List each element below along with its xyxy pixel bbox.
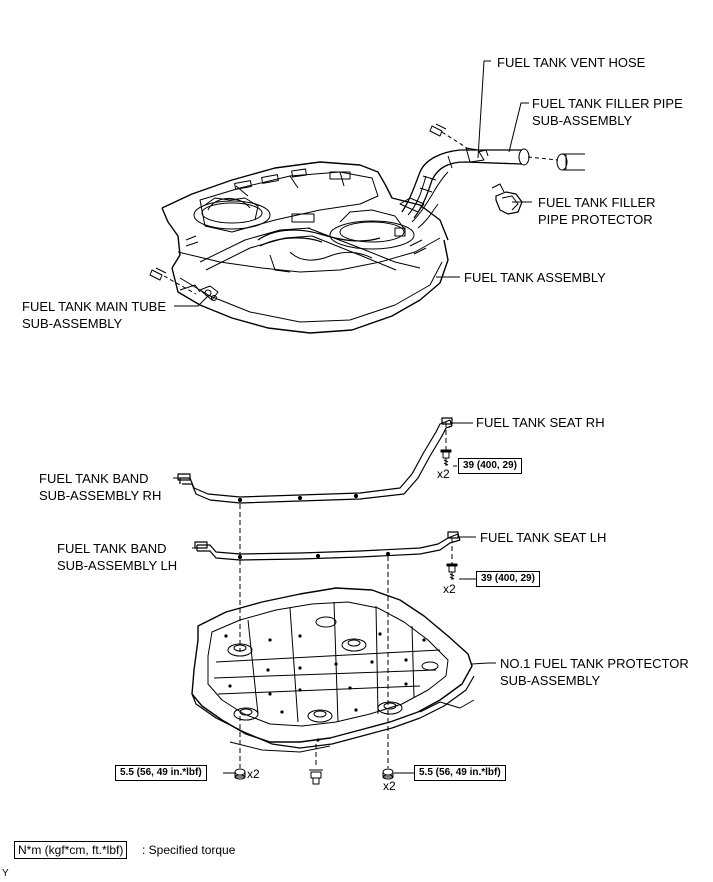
filler-neck-end-fitting — [556, 153, 585, 171]
torque-nut-right: 5.5 (56, 49 in.*lbf) — [414, 765, 506, 781]
label-fuel-tank-band-lh-sub: SUB-ASSEMBLY LH — [57, 558, 178, 573]
legend-description: : Specified torque — [142, 843, 236, 857]
label-fuel-tank-seat-lh: FUEL TANK SEAT LH — [480, 530, 607, 545]
vent-hose-end-fitting — [429, 123, 447, 137]
qty-nut-left: x2 — [247, 767, 260, 781]
corner-code: Y — [2, 868, 9, 879]
filler-pipe-drawing — [401, 147, 530, 229]
label-fuel-tank-filler-pipe-sub: SUB-ASSEMBLY — [532, 113, 633, 128]
label-fuel-tank-band-rh: FUEL TANK BAND — [39, 471, 149, 486]
center-clip-drawing — [309, 769, 323, 785]
lower-leader-lines — [173, 422, 496, 774]
label-no1-fuel-tank-protector-sub: SUB-ASSEMBLY — [500, 673, 601, 688]
alignment-dashed-lines — [239, 422, 453, 768]
nut-right-drawing — [382, 768, 394, 780]
label-fuel-tank-seat-rh: FUEL TANK SEAT RH — [476, 415, 605, 430]
label-fuel-tank-band-lh: FUEL TANK BAND — [57, 541, 167, 556]
filler-pipe-protector-drawing — [491, 183, 523, 215]
main-tube-direction-line — [163, 275, 197, 295]
upper-leader-lines — [174, 60, 532, 307]
seat-rh-bolt-drawing — [440, 449, 452, 466]
torque-seat-lh: 39 (400, 29) — [476, 571, 540, 587]
label-fuel-tank-main-tube-sub: SUB-ASSEMBLY — [22, 316, 123, 331]
label-fuel-tank-filler-pipe-protector-2: PIPE PROTECTOR — [538, 212, 653, 227]
label-no1-fuel-tank-protector: NO.1 FUEL TANK PROTECTOR — [500, 656, 689, 671]
label-fuel-tank-main-tube: FUEL TANK MAIN TUBE — [22, 299, 166, 314]
label-fuel-tank-filler-pipe-protector: FUEL TANK FILLER — [538, 195, 656, 210]
fuel-tank-band-lh-drawing — [194, 531, 461, 561]
qty-seat-lh: x2 — [443, 582, 456, 596]
main-tube-end-fitting — [149, 267, 167, 281]
legend-torque-unit: N*m (kgf*cm, ft.*lbf) — [14, 841, 128, 859]
label-fuel-tank-assembly: FUEL TANK ASSEMBLY — [464, 270, 606, 285]
label-fuel-tank-vent-hose: FUEL TANK VENT HOSE — [497, 55, 646, 70]
torque-nut-left: 5.5 (56, 49 in.*lbf) — [115, 765, 207, 781]
vent-hose-direction-line — [441, 131, 471, 151]
label-fuel-tank-band-rh-sub: SUB-ASSEMBLY RH — [39, 488, 162, 503]
torque-seat-rh: 39 (400, 29) — [458, 458, 522, 474]
qty-seat-rh: x2 — [437, 467, 450, 481]
qty-nut-right: x2 — [383, 779, 396, 793]
label-fuel-tank-filler-pipe: FUEL TANK FILLER PIPE — [532, 96, 683, 111]
filler-neck-axis-line — [527, 156, 559, 161]
fuel-tank-band-rh-drawing — [177, 417, 453, 504]
nut-left-drawing — [234, 768, 246, 780]
seat-lh-bolt-drawing — [446, 563, 458, 580]
no1-fuel-tank-protector-drawing — [191, 587, 475, 753]
fuel-tank-assembly-drawing — [161, 161, 449, 334]
